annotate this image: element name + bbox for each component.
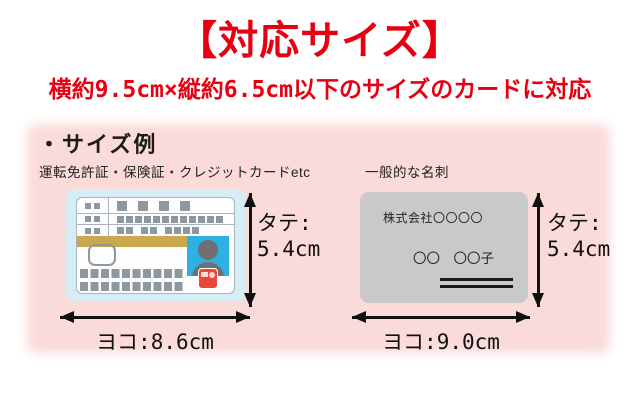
height-dimension-label: タテ: [547, 211, 602, 235]
license-gold-stripe [77, 236, 187, 247]
subtitle: 横約9.5cm×縦約6.5cm以下のサイズのカードに対応 [48, 77, 592, 103]
license-text-row [77, 225, 234, 236]
license-text-row [77, 214, 234, 225]
license-text-row [77, 198, 234, 214]
license-example-label: 運転免許証・保険証・クレジットカードetc [39, 165, 311, 180]
height-dimension-value: 5.4cm [547, 237, 611, 261]
height-dimension-label: タテ: [257, 211, 312, 235]
width-arrow-business-card [352, 311, 530, 323]
license-field-label [77, 198, 109, 213]
business-card-name-text: 〇〇 〇〇子 [413, 251, 494, 266]
height-arrow-license [244, 193, 256, 307]
business-card-example-label: 一般的な名刺 [365, 165, 449, 180]
license-text-row [80, 282, 183, 291]
height-dimension-business-card: タテ: 5.4cm [547, 210, 610, 262]
width-dimension-license: ヨコ:8.6cm [96, 330, 214, 354]
size-example-panel: ・サイズ例 運転免許証・保険証・クレジットカードetc 一般的な名刺 [25, 122, 612, 355]
stamp-icon [198, 268, 218, 289]
height-dimension-value: 5.4cm [257, 237, 321, 261]
license-field-label [77, 214, 109, 224]
size-example-heading: ・サイズ例 [38, 132, 158, 157]
business-card-contact-line [440, 278, 513, 281]
width-dimension-business-card: ヨコ:9.0cm [382, 330, 500, 354]
page-title: 【対応サイズ】 [177, 19, 463, 63]
license-field-label [77, 225, 109, 236]
license-empty-field-box [88, 244, 116, 266]
drivers-license-illustration [66, 189, 245, 302]
height-arrow-business-card [532, 193, 544, 307]
business-card-company-text: 株式会社〇〇〇〇 [383, 211, 484, 225]
license-field-value [109, 215, 234, 223]
height-dimension-license: タテ: 5.4cm [257, 210, 320, 262]
license-inner-area [76, 197, 235, 294]
license-text-row [80, 269, 183, 278]
business-card-contact-line [440, 285, 513, 288]
license-field-value [109, 200, 234, 211]
license-field-value [109, 227, 234, 234]
width-arrow-license [60, 311, 250, 323]
business-card-illustration: 株式会社〇〇〇〇 〇〇 〇〇子 [360, 192, 528, 303]
